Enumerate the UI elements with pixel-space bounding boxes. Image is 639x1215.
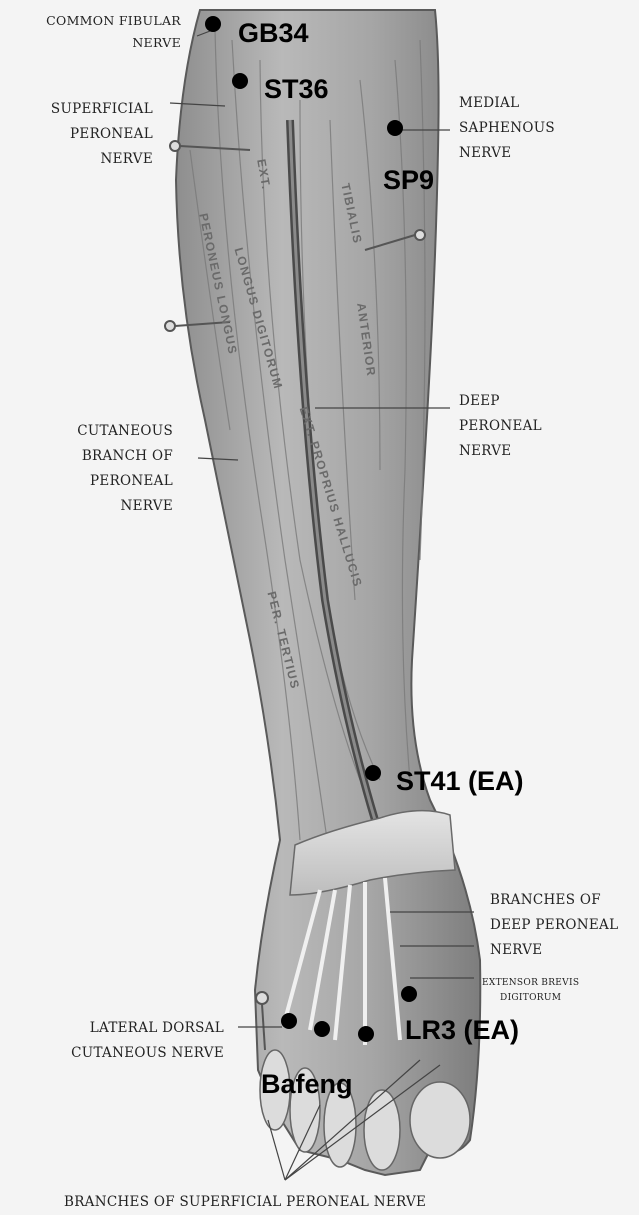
label-medial-saphenous-nerve: MEDIAL SAPHENOUS NERVE (459, 91, 555, 166)
point-label-gb34: GB34 (238, 18, 309, 48)
st41-dot (365, 765, 381, 781)
point-label-st36: ST36 (264, 74, 329, 104)
point-label-sp9: SP9 (383, 165, 434, 195)
label-deep-peroneal-nerve: DEEP PERONEAL NERVE (459, 389, 542, 464)
point-label-bafeng: Bafeng (261, 1069, 353, 1099)
label-superficial-peroneal-nerve: SUPERFICIAL PERONEAL NERVE (51, 97, 153, 172)
gb34-dot (205, 16, 221, 32)
bafeng-dot-3 (358, 1026, 374, 1042)
label-lateral-dorsal-cutaneous-nerve: LATERAL DORSAL CUTANEOUS NERVE (71, 1016, 224, 1066)
bafeng-dot-1 (281, 1013, 297, 1029)
st36-dot (232, 73, 248, 89)
sp9-dot (387, 120, 403, 136)
point-label-lr3: LR3 (EA) (405, 1015, 519, 1045)
point-label-st41: ST41 (EA) (396, 766, 524, 796)
lr3-dot (401, 986, 417, 1002)
label-cutaneous-branch-of-peroneal-nerve: CUTANEOUS BRANCH OF PERONEAL NERVE (77, 419, 173, 519)
label-extensor-brevis-digitorum: EXTENSOR BREVIS DIGITORUM (482, 976, 579, 1006)
leg-outline (176, 10, 480, 1175)
label-branches-of-superficial-peroneal-nerve: BRANCHES OF SUPERFICIAL PERONEAL NERVE (64, 1190, 426, 1215)
bafeng-dot-2 (314, 1021, 330, 1037)
label-branches-of-deep-peroneal-nerve: BRANCHES OF DEEP PERONEAL NERVE (490, 888, 618, 963)
label-common-fibular-nerve: COMMON FIBULAR NERVE (46, 10, 181, 54)
